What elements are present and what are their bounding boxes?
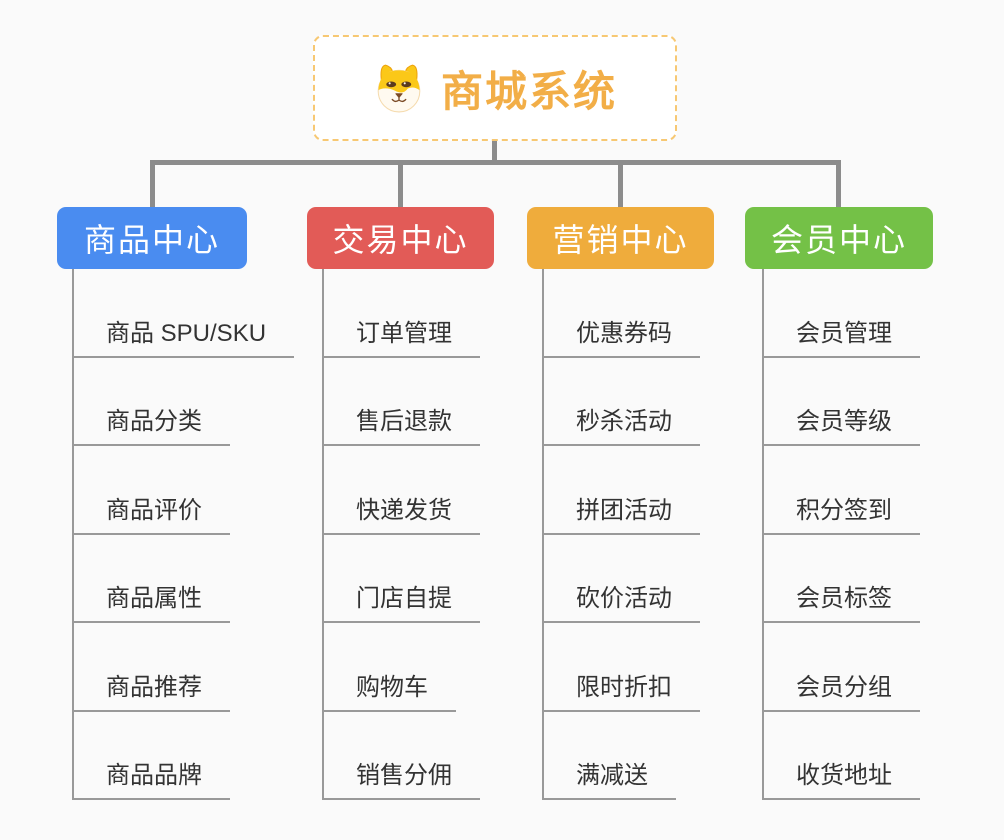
dog-face-icon — [373, 62, 425, 114]
leaf-node[interactable]: 商品分类 — [74, 358, 230, 446]
root-node[interactable]: 商城系统 — [313, 35, 677, 141]
leaf-node[interactable]: 优惠券码 — [544, 269, 700, 358]
connector-stub-1 — [150, 163, 155, 207]
leaf-node[interactable]: 拼团活动 — [544, 446, 700, 535]
branch-node-trade-center[interactable]: 交易中心 — [307, 207, 494, 269]
leaf-node[interactable]: 商品推荐 — [74, 623, 230, 712]
leaf-node[interactable]: 购物车 — [324, 623, 456, 712]
branch-items-marketing: 优惠券码 秒杀活动 拼团活动 砍价活动 限时折扣 满减送 — [542, 269, 700, 800]
leaf-node[interactable]: 商品 SPU/SKU — [74, 269, 295, 358]
branch-items-member: 会员管理 会员等级 积分签到 会员标签 会员分组 收货地址 — [762, 269, 920, 800]
leaf-node[interactable]: 销售分佣 — [324, 712, 480, 800]
branch-node-member-center[interactable]: 会员中心 — [745, 207, 933, 269]
leaf-node[interactable]: 会员分组 — [764, 623, 920, 712]
leaf-node[interactable]: 商品属性 — [74, 535, 230, 623]
root-title: 商城系统 — [440, 67, 617, 115]
leaf-node[interactable]: 会员管理 — [764, 269, 920, 358]
leaf-node[interactable]: 售后退款 — [324, 358, 480, 446]
leaf-node[interactable]: 收货地址 — [764, 712, 920, 800]
branch-node-product-center[interactable]: 商品中心 — [57, 207, 247, 269]
connector-stub-4 — [836, 163, 841, 207]
connector-stub-3 — [618, 163, 623, 207]
leaf-node[interactable]: 商品品牌 — [74, 712, 230, 800]
branch-items-product: 商品 SPU/SKU 商品分类 商品评价 商品属性 商品推荐 商品品牌 — [72, 269, 295, 800]
branch-items-trade: 订单管理 售后退款 快递发货 门店自提 购物车 销售分佣 — [322, 269, 480, 800]
leaf-node[interactable]: 门店自提 — [324, 535, 480, 623]
leaf-node[interactable]: 订单管理 — [324, 269, 480, 358]
leaf-node[interactable]: 秒杀活动 — [544, 358, 700, 446]
branch-node-marketing-center[interactable]: 营销中心 — [527, 207, 714, 269]
leaf-node[interactable]: 会员标签 — [764, 535, 920, 623]
leaf-node[interactable]: 限时折扣 — [544, 623, 700, 712]
leaf-node[interactable]: 会员等级 — [764, 358, 920, 446]
connector-stub-2 — [398, 163, 403, 207]
leaf-node[interactable]: 满减送 — [544, 712, 676, 800]
leaf-node[interactable]: 快递发货 — [324, 446, 480, 535]
leaf-node[interactable]: 商品评价 — [74, 446, 230, 535]
leaf-node[interactable]: 砍价活动 — [544, 535, 700, 623]
connector-root-stub — [492, 140, 497, 164]
leaf-node[interactable]: 积分签到 — [764, 446, 920, 535]
connector-bus — [150, 160, 841, 165]
